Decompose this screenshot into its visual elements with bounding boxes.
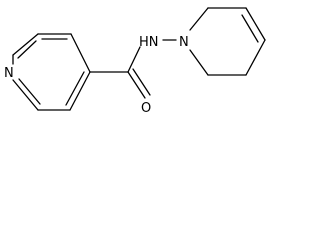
bond-c3-c4-right: [245, 7, 266, 41]
bond-c3-c4: [70, 33, 91, 73]
bond-c1-inner: [17, 40, 37, 59]
bond-n-c2: [189, 7, 209, 31]
tetrahydropyridine-ring: [189, 7, 266, 76]
bond-c4-c5: [69, 71, 91, 111]
bond-c4-c5-inner: [65, 71, 85, 106]
structure-diagram: N HN N O: [0, 0, 271, 115]
atom-label-amide-hn: HN: [139, 35, 159, 50]
molecule-svg: N HN N O: [4, 7, 266, 115]
bond-c6-n1: [12, 79, 39, 111]
bond-c1-c2: [12, 33, 39, 56]
bond-carbonyl-nh: [127, 46, 141, 73]
atom-label-ring-n: N: [179, 35, 189, 50]
amide-group: [89, 39, 177, 99]
atom-label-carbonyl-o: O: [141, 101, 151, 115]
bond-carbonyl-o-double: [132, 68, 151, 96]
atom-label-pyridine-n: N: [4, 66, 14, 81]
bond-c6-n-right: [189, 49, 209, 76]
bond-c4-c5-right: [245, 39, 266, 76]
bond-c6-n1-inner: [18, 78, 41, 105]
bond-c3-c4-inner: [241, 14, 259, 43]
pyridine-ring: [12, 33, 91, 111]
bond-carbonyl-o: [127, 71, 146, 99]
